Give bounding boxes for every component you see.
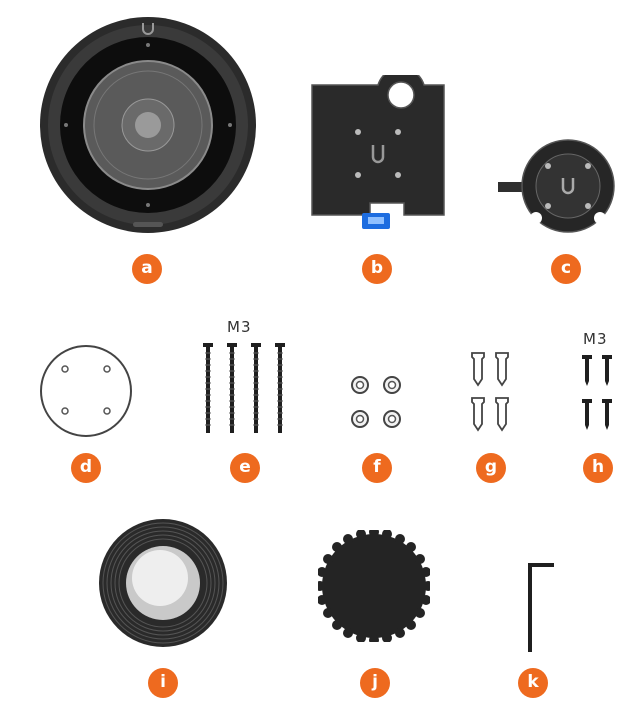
- short-screws-icon: [582, 355, 612, 430]
- badge-k: k: [518, 668, 548, 698]
- wall-anchors-icon: [471, 352, 509, 432]
- gear-cap-icon: [318, 530, 430, 642]
- lens-cover-icon: [99, 519, 227, 647]
- badge-i: i: [148, 668, 178, 698]
- badge-j: j: [360, 668, 390, 698]
- badge-b: b: [362, 254, 392, 284]
- badge-f: f: [362, 453, 392, 483]
- hex-key-icon: [528, 563, 554, 652]
- long-screws-icon: [203, 343, 285, 433]
- adhesive-disk-icon: [40, 345, 132, 437]
- mounting-plate-icon: [311, 75, 445, 229]
- badge-g: g: [476, 453, 506, 483]
- screw-spec-label: M3: [227, 318, 252, 336]
- badge-e: e: [230, 453, 260, 483]
- camera-front-icon: [40, 17, 256, 233]
- badge-a: a: [132, 254, 162, 284]
- mount-bracket-icon: [498, 139, 615, 233]
- badge-d: d: [71, 453, 101, 483]
- badge-h: h: [583, 453, 613, 483]
- badge-c: c: [551, 254, 581, 284]
- nuts-icon: [351, 376, 401, 428]
- short-screw-spec-label: M3: [583, 330, 608, 348]
